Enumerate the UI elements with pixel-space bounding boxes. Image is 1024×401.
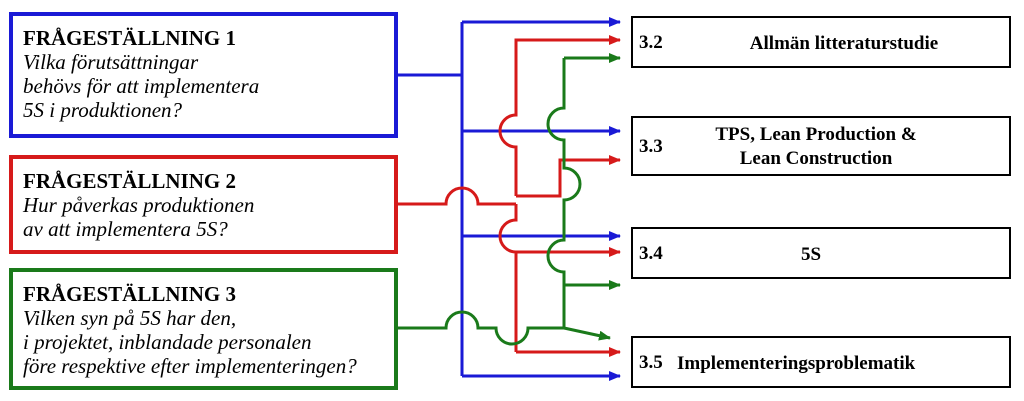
target-3-3-label-line-2: Lean Construction <box>739 148 893 169</box>
question-1-title: FRÅGESTÄLLNING 1 <box>23 26 236 50</box>
q3-trunk <box>398 310 564 346</box>
question-3-line-3: före respektive efter implementeringen? <box>23 354 357 378</box>
question-box-1: FRÅGESTÄLLNING 1 Vilka förutsättningar b… <box>9 12 398 138</box>
arrow-q2-to-3-3 <box>516 155 621 198</box>
target-3-3-label: TPS, Lean Production & Lean Construction <box>673 123 959 171</box>
target-box-3-5: 3.5 Implementeringsproblematik <box>631 336 1011 388</box>
question-3-line-2: i projektet, inblandade personalen <box>23 330 312 354</box>
question-box-2: FRÅGESTÄLLNING 2 Hur påverkas produktion… <box>9 155 398 254</box>
question-1-line-3: 5S i produktionen? <box>23 98 183 122</box>
question-2-line-2: av att implementera 5S? <box>23 217 228 241</box>
q1-connectors <box>398 17 621 381</box>
q3-vertical <box>546 58 582 328</box>
q3-connectors <box>398 53 621 346</box>
q2-trunk <box>398 186 516 206</box>
question-2-line-1: Hur påverkas produktionen <box>23 193 255 217</box>
target-3-2-label: Allmän litteraturstudie <box>693 32 995 56</box>
target-3-5-number: 3.5 <box>639 352 663 373</box>
question-1-line-2: behövs för att implementera <box>23 74 260 98</box>
arrow-q3-to-3-5 <box>563 326 611 341</box>
q2-connectors <box>398 35 621 357</box>
q2-vertical-lower <box>498 204 518 352</box>
target-3-4-label-line-1: 5S <box>800 244 822 265</box>
target-3-4-label: 5S <box>693 243 929 267</box>
question-box-3: FRÅGESTÄLLNING 3 Vilken syn på 5S har de… <box>9 268 398 390</box>
target-box-3-3: 3.3 TPS, Lean Production & Lean Construc… <box>631 116 1011 176</box>
question-3-title: FRÅGESTÄLLNING 3 <box>23 282 236 306</box>
target-3-3-number: 3.3 <box>639 136 663 157</box>
target-3-3-label-line-1: TPS, Lean Production & <box>715 124 917 145</box>
target-3-5-label: Implementeringsproblematik <box>677 352 979 376</box>
target-box-3-4: 3.4 5S <box>631 227 1011 279</box>
target-3-4-number: 3.4 <box>639 243 663 264</box>
target-box-3-2: 3.2 Allmän litteraturstudie <box>631 16 1011 68</box>
arrow-q2-to-3-2 <box>498 35 621 196</box>
question-3-line-1: Vilken syn på 5S har den, <box>23 306 237 330</box>
target-3-2-label-line-1: Allmän litteraturstudie <box>749 33 939 54</box>
question-1-line-1: Vilka förutsättningar <box>23 50 199 74</box>
target-3-5-label-line-1: Implementeringsproblematik <box>677 353 916 374</box>
target-3-2-number: 3.2 <box>639 32 663 53</box>
question-2-title: FRÅGESTÄLLNING 2 <box>23 169 236 193</box>
